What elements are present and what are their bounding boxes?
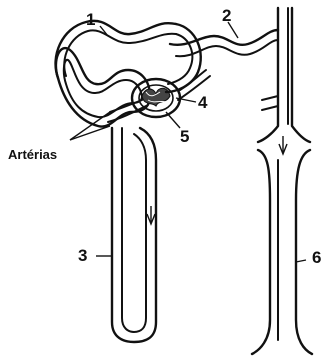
leader-5 <box>166 112 180 128</box>
glomerulus-capsule <box>132 79 180 117</box>
collecting-duct <box>252 8 312 354</box>
label-2: 2 <box>222 6 231 25</box>
label-4: 4 <box>198 93 208 112</box>
label-arteries: Artérias <box>8 147 57 162</box>
leader-artery-b <box>70 126 110 140</box>
loop-of-henle <box>112 128 156 342</box>
leader-6 <box>296 260 306 262</box>
distal-convoluted-tubule <box>166 24 278 92</box>
label-3: 3 <box>78 246 87 265</box>
label-6: 6 <box>312 248 321 267</box>
label-5: 5 <box>180 127 189 146</box>
label-1: 1 <box>86 10 95 29</box>
